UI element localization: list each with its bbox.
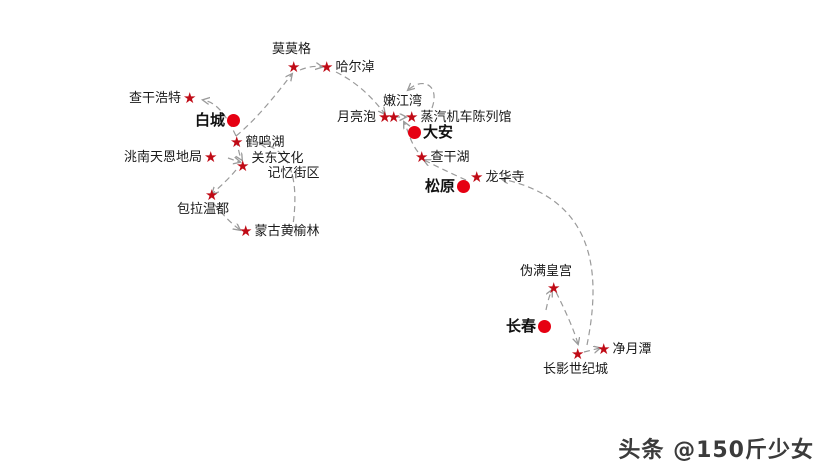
- star-icon: ★: [320, 58, 334, 76]
- poi-label-text: 伪满皇宫: [520, 264, 573, 279]
- poi-label-text: 查干浩特: [129, 91, 182, 106]
- city-label-text: 长春: [506, 317, 537, 335]
- poi-label-text: 查干湖: [430, 150, 470, 165]
- poi-label-line2: 记忆街区: [267, 165, 320, 181]
- route-segment-baicheng-to-guandong: [236, 139, 242, 160]
- poi-label-text: 鹤鸣湖: [245, 135, 285, 150]
- poi-weimanhuanggong-star[interactable]: ★: [547, 281, 560, 296]
- city-label-text: 大安: [423, 123, 454, 141]
- star-icon: ★: [378, 108, 392, 126]
- city-songyuan[interactable]: 松原: [425, 177, 471, 195]
- city-changchun[interactable]: 长春: [506, 317, 552, 335]
- star-icon: ★: [405, 108, 419, 126]
- poi-taonan[interactable]: 洮南天恩地局★: [124, 150, 217, 165]
- poi-label-text: 蒙古黄榆林: [254, 224, 320, 239]
- star-icon: ★: [415, 148, 429, 166]
- star-icon: ★: [387, 108, 401, 126]
- poi-zhengqi[interactable]: ★蒸汽机车陈列馆: [405, 110, 511, 125]
- poi-label-text: 包拉温都: [177, 202, 230, 217]
- poi-label-text: 蒸汽机车陈列馆: [420, 110, 512, 125]
- poi-nenjiangwan-star[interactable]: ★: [387, 110, 400, 125]
- route-segment-baicheng-to-momoge: [235, 74, 292, 137]
- star-icon: ★: [204, 148, 218, 166]
- poi-label-text: 关东文化记忆街区: [251, 151, 320, 182]
- poi-label-text: 哈尔淖: [335, 60, 375, 75]
- poi-haernao[interactable]: ★哈尔淖: [320, 60, 374, 75]
- poi-label-text: 龙华寺: [485, 170, 525, 185]
- route-segment-haernao-to-yuelianpao: [335, 71, 385, 114]
- route-segment-longhuasi-to-chaganhu: [424, 160, 467, 181]
- route-segment-changchun-to-weimanhuanggong: [545, 290, 552, 311]
- route-segment-baicheng-to-chaganhaote: [203, 100, 237, 137]
- star-icon: ★: [230, 133, 244, 151]
- poi-guandong[interactable]: ★关东文化记忆街区: [236, 151, 320, 182]
- city-dot-icon: [457, 180, 471, 193]
- star-icon: ★: [287, 58, 301, 76]
- star-icon: ★: [571, 345, 585, 363]
- poi-longhuasi[interactable]: ★龙华寺: [470, 170, 524, 185]
- poi-hemingshu[interactable]: ★鹤鸣湖: [230, 135, 284, 150]
- poi-label-text: 长影世纪城: [543, 362, 609, 377]
- route-segment-baolawendu-to-menggu: [213, 203, 240, 230]
- poi-label-text: 嫩江湾: [383, 94, 423, 109]
- route-segment-momoge-to-haernao: [299, 66, 322, 71]
- route-segment-jingyuetan-to-longhuasi: [502, 179, 594, 346]
- poi-menggu[interactable]: ★蒙古黄榆林: [239, 224, 319, 239]
- route-segment-zhengqi-to-nenjiangwan-loop: [408, 84, 435, 109]
- poi-label-text: 莫莫格: [272, 42, 312, 57]
- star-icon: ★: [470, 168, 484, 186]
- city-label-text: 白城: [195, 111, 226, 129]
- poi-changying-label[interactable]: 长影世纪城: [543, 363, 608, 376]
- poi-weimanhuanggong-label[interactable]: 伪满皇宫: [520, 265, 572, 278]
- poi-momoge-label[interactable]: 莫莫格: [272, 43, 311, 56]
- poi-momoge-star[interactable]: ★: [287, 60, 300, 75]
- city-baicheng[interactable]: 白城: [195, 111, 241, 129]
- star-icon: ★: [597, 340, 611, 358]
- poi-label-text: 月亮泡: [337, 110, 377, 125]
- poi-label-text: 净月潭: [612, 342, 652, 357]
- star-icon: ★: [547, 279, 561, 297]
- poi-label-text: 洮南天恩地局: [124, 150, 203, 165]
- watermark: 头条 @150斤少女: [618, 438, 814, 463]
- star-icon: ★: [236, 157, 250, 176]
- city-dot-icon: [538, 320, 552, 333]
- route-segment-chaganhu-to-nenjiangwan: [404, 122, 419, 153]
- city-label-text: 松原: [425, 177, 456, 195]
- poi-chaganhu[interactable]: ★查干湖: [415, 150, 469, 165]
- star-icon: ★: [239, 222, 253, 240]
- city-dot-icon: [408, 126, 421, 139]
- poi-changying-star[interactable]: ★: [571, 347, 584, 362]
- poi-nenjiangwan-label[interactable]: 嫩江湾: [383, 95, 422, 108]
- poi-baolawendu-label[interactable]: 包拉温都: [177, 203, 229, 216]
- poi-chaganhaote[interactable]: 查干浩特★: [129, 91, 196, 106]
- route-segment-weimanhuanggong-to-changying: [555, 291, 578, 344]
- star-icon: ★: [205, 186, 219, 204]
- poi-baolawendu-star[interactable]: ★: [205, 188, 218, 203]
- poi-label-line1: 关东文化: [251, 151, 304, 166]
- poi-jingyuetan[interactable]: ★净月潭: [597, 342, 651, 357]
- route-segment-guandong-to-baolawendu: [212, 169, 237, 194]
- star-icon: ★: [183, 89, 197, 107]
- poi-yuelianpao[interactable]: 月亮泡★: [337, 110, 391, 125]
- route-segment-taonan-to-guandong: [227, 158, 240, 162]
- city-daan[interactable]: 大安: [408, 125, 453, 140]
- route-segment-menggu-to-hemingshu: [260, 143, 296, 233]
- city-dot-icon: [227, 114, 241, 127]
- route-segment-changying-to-jingyuetan: [583, 348, 600, 352]
